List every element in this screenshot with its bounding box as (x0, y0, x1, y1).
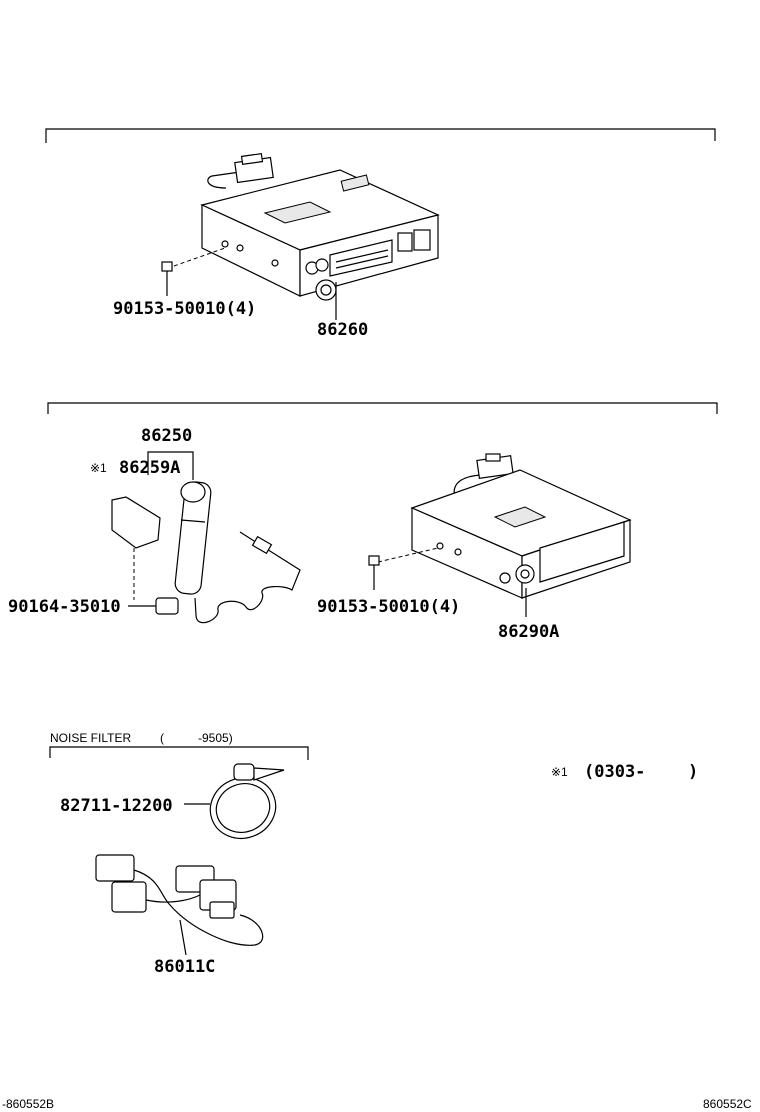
mic-hanger-label: 86259A (119, 458, 180, 478)
group-bracket-radio (45, 128, 716, 143)
hanger-screw-label: 90164-35010 (8, 597, 121, 617)
cb-group-label: 86250 (141, 426, 192, 446)
footer-left-ref: -860552B (2, 1097, 54, 1111)
radio-unit-label: 86260 (317, 320, 368, 340)
noise-filter-range-open: ( (160, 731, 164, 745)
microphone-illustration (111, 451, 301, 624)
footer-right-ref: 860552C (703, 1097, 752, 1111)
group-bracket-noise-filter (49, 746, 309, 760)
cb-radio-unit-illustration (368, 453, 632, 617)
cb-unit-label: 86290A (498, 622, 559, 642)
radio-cassette-unit-illustration (161, 152, 440, 320)
note-mark: ※1 (551, 765, 568, 779)
harness-illustration (95, 854, 264, 956)
harness-label: 86011C (154, 957, 215, 977)
note-range: (0303- (584, 762, 645, 782)
noise-filter-range-end: -9505) (198, 731, 233, 745)
group-bracket-cb-radio (47, 402, 718, 414)
noise-filter-title: NOISE FILTER (50, 731, 131, 745)
note-close: ) (688, 762, 698, 782)
cb-mark-label: ※1 (90, 461, 107, 475)
radio-screw-label: 90153-50010(4) (113, 299, 256, 319)
noise-filter-part-label: 82711-12200 (60, 796, 173, 816)
cb-screw-label: 90153-50010(4) (317, 597, 460, 617)
noise-filter-illustration (184, 763, 285, 839)
